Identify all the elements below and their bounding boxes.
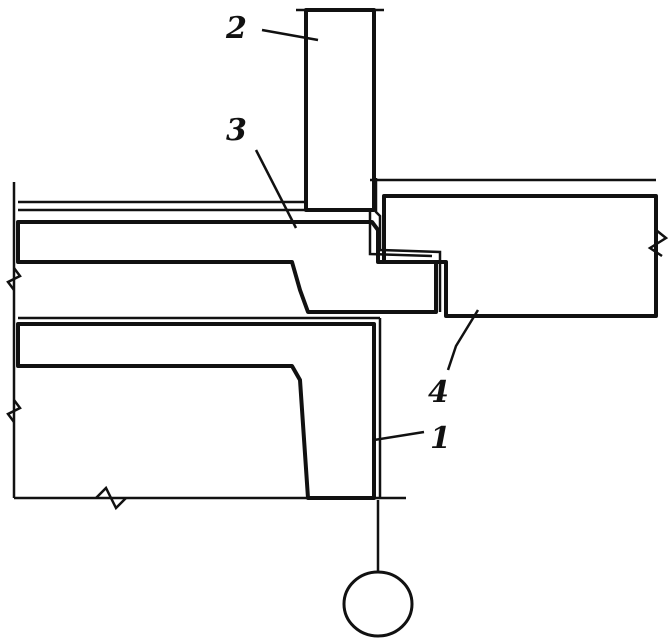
joint-lines	[6, 178, 442, 511]
axis-bubble	[342, 570, 414, 638]
callout-2: 2	[225, 11, 247, 46]
lower-wall-panel	[16, 322, 376, 500]
left-floor-slab	[16, 220, 438, 314]
callout-1: 1	[430, 421, 451, 456]
axis-marker	[342, 500, 414, 638]
upper-wall-panel	[296, 8, 384, 212]
right-floor-slab	[370, 178, 669, 318]
callout-4: 4	[428, 375, 449, 410]
callout-3: 3	[226, 113, 247, 148]
callout-leaders	[254, 28, 480, 442]
